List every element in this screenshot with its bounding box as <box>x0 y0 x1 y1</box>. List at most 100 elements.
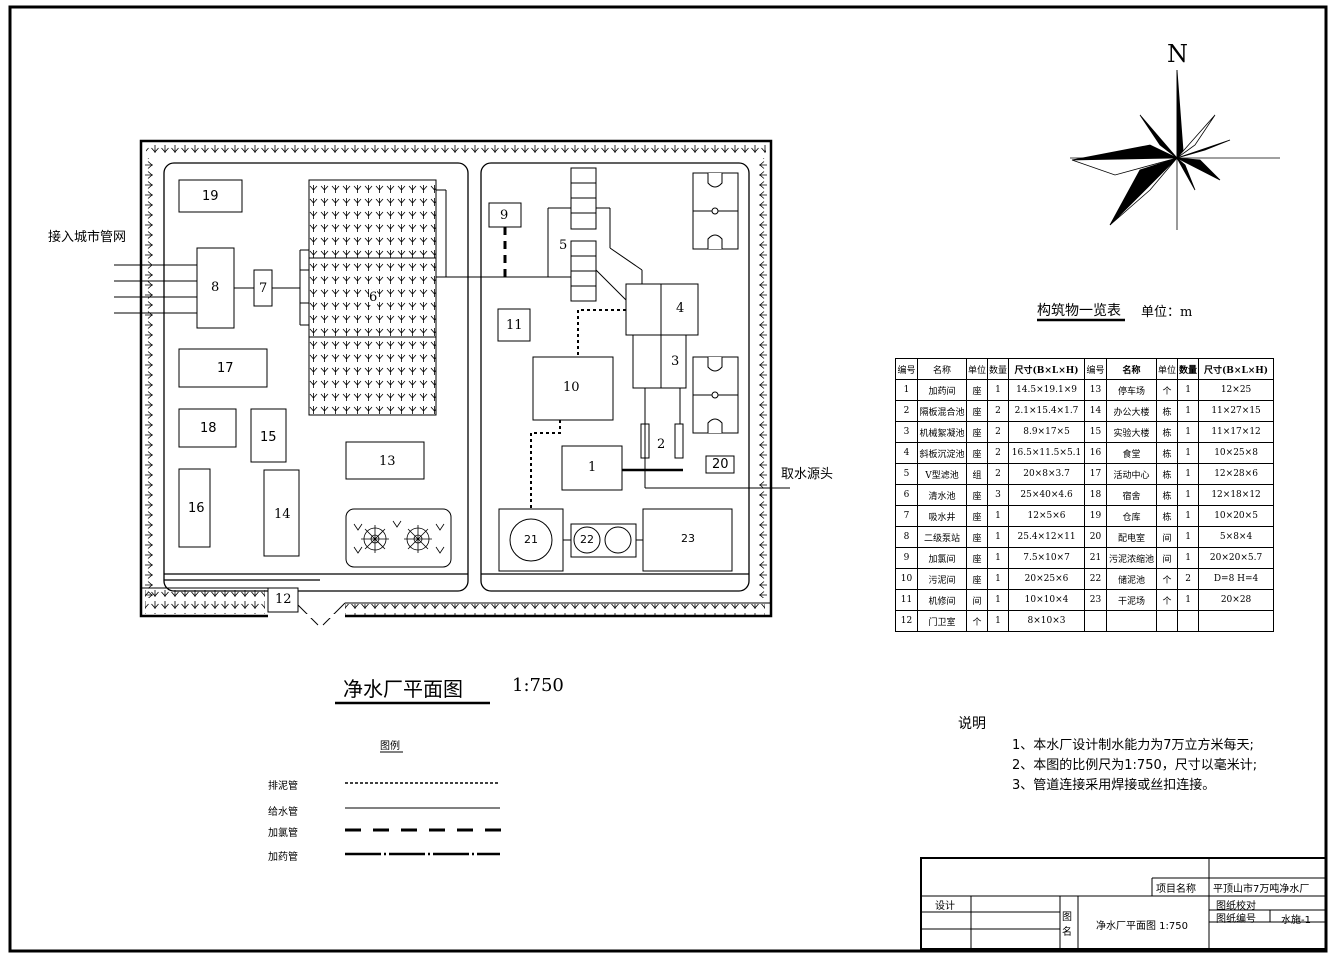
table-cell: 二级泵站 <box>917 526 967 548</box>
label-1: 1 <box>588 460 597 475</box>
table-cell: 加氯间 <box>917 547 967 569</box>
table-title: 构筑物一览表 <box>1037 303 1121 319</box>
table-cell: 11×17×12 <box>1198 421 1275 443</box>
title-block <box>920 857 1327 950</box>
legend-label-sludge: 排泥管 <box>268 781 298 792</box>
table-cell: 8 <box>895 526 918 548</box>
table-cell: 间 <box>1156 547 1179 569</box>
table-cell: 1 <box>1177 400 1200 422</box>
th-no-2: 编号 <box>1084 358 1108 380</box>
tb-number-value: 水施-1 <box>1281 915 1311 926</box>
table-cell <box>1177 610 1200 632</box>
th-unit-2: 单位 <box>1156 358 1179 380</box>
table-cell: 实验大楼 <box>1106 421 1158 443</box>
table-cell: 座 <box>965 484 989 506</box>
table-cell: 16 <box>1084 442 1108 464</box>
legend-title: 图例 <box>380 741 400 752</box>
table-cell: 12×25 <box>1198 379 1275 401</box>
tb-design-label: 设计 <box>935 901 955 912</box>
label-18: 18 <box>200 421 217 436</box>
north-label: N <box>1167 40 1188 68</box>
table-cell: 2.1×15.4×1.7 <box>1008 400 1086 422</box>
table-cell: 5 <box>895 463 918 485</box>
intake-label: 取水源头 <box>781 467 834 482</box>
table-cell: 2 <box>895 400 918 422</box>
table-cell: 栋 <box>1156 421 1179 443</box>
table-cell: 1 <box>987 610 1010 632</box>
building-3 <box>632 334 687 389</box>
inlet-pipes <box>114 264 197 314</box>
legend-label-water: 给水管 <box>268 807 298 818</box>
label-17: 17 <box>217 361 234 376</box>
table-cell: 1 <box>1177 421 1200 443</box>
label-23: 23 <box>681 532 695 545</box>
building-16 <box>178 468 211 548</box>
table-cell: 个 <box>1156 568 1179 590</box>
building-21 <box>509 518 553 562</box>
table-cell: 8.9×17×5 <box>1008 421 1086 443</box>
table-cell: 办公大楼 <box>1106 400 1158 422</box>
building-18 <box>178 408 237 448</box>
table-cell: 座 <box>965 526 989 548</box>
table-cell: 座 <box>965 568 989 590</box>
table-cell: 5×8×4 <box>1198 526 1275 548</box>
table-cell: 19 <box>1084 505 1108 527</box>
table-cell: 机械絮凝池 <box>917 421 967 443</box>
table-cell: 1 <box>895 379 918 401</box>
label-14: 14 <box>274 507 291 522</box>
buildings-west <box>178 179 425 613</box>
table-cell: 清水池 <box>917 484 967 506</box>
th-qty: 数量 <box>987 358 1010 380</box>
table-cell: D=8 H=4 <box>1198 568 1275 590</box>
label-10: 10 <box>563 380 580 395</box>
table-cell: 门卫室 <box>917 610 967 632</box>
roads <box>163 162 750 592</box>
building-1 <box>561 445 623 491</box>
table-cell: 20×8×3.7 <box>1008 463 1086 485</box>
building-8 <box>196 247 235 329</box>
table-cell: 11 <box>895 589 918 611</box>
building-12 <box>267 587 299 613</box>
note-item: 1、本水厂设计制水能力为7万立方米每天; <box>1012 738 1254 753</box>
north-compass-icon <box>1070 69 1280 230</box>
table-cell: 1 <box>987 589 1010 611</box>
table-cell: 宿舍 <box>1106 484 1158 506</box>
table-cell: 20×28 <box>1198 589 1275 611</box>
th-no: 编号 <box>895 358 918 380</box>
label-19: 19 <box>202 189 219 204</box>
table-cell: 20 <box>1084 526 1108 548</box>
buildings-east <box>488 202 735 572</box>
building-5 <box>570 167 597 302</box>
table-cell: 2 <box>987 442 1010 464</box>
table-cell: 栋 <box>1156 484 1179 506</box>
table-cell: 14.5×19.1×9 <box>1008 379 1086 401</box>
tb-drawing-name-value: 净水厂平面图 1:750 <box>1096 921 1188 932</box>
label-12: 12 <box>275 592 292 607</box>
table-cell: 1 <box>987 505 1010 527</box>
table-cell: 3 <box>987 484 1010 506</box>
label-3: 3 <box>671 354 680 369</box>
table-cell <box>1156 610 1179 632</box>
table-cell: 12×28×6 <box>1198 463 1275 485</box>
building-19 <box>178 179 243 213</box>
building-22 <box>573 526 601 554</box>
process-pipes <box>481 207 790 541</box>
label-21: 21 <box>524 533 538 546</box>
label-8: 8 <box>211 280 220 295</box>
table-cell: 座 <box>965 379 989 401</box>
label-7: 7 <box>259 281 268 296</box>
table-cell: 座 <box>965 421 989 443</box>
inlet-label: 接入城市管网 <box>48 230 127 245</box>
plan-title: 净水厂平面图 <box>343 677 463 701</box>
table-cell: 14 <box>1084 400 1108 422</box>
table-cell: 20×20×5.7 <box>1198 547 1275 569</box>
table-cell: 机修间 <box>917 589 967 611</box>
label-9: 9 <box>500 208 509 223</box>
tb-project-value: 平顶山市7万吨净水厂 <box>1213 884 1310 895</box>
